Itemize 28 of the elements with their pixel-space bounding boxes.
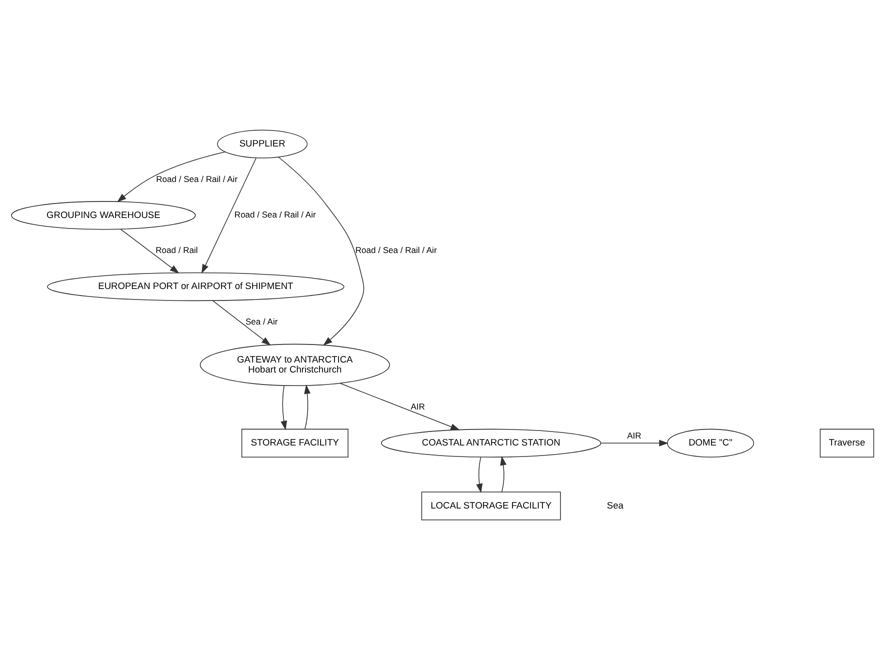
edge-label: Road / Sea / Rail / Air xyxy=(355,244,437,255)
arrow xyxy=(500,456,507,492)
arrow xyxy=(476,456,483,493)
node-ellipse: GROUPING WAREHOUSE xyxy=(11,200,196,230)
node-ellipse: DOME "C" xyxy=(666,428,754,457)
arrow xyxy=(304,384,311,429)
edge-label: AIR xyxy=(627,430,642,440)
arrow xyxy=(120,228,180,274)
node-ellipse: GATEWAY to ANTARCTICA Hobart or Christchurch xyxy=(200,343,390,386)
label: Sea xyxy=(606,500,624,510)
arrow xyxy=(280,384,288,430)
node-box: Traverse xyxy=(820,428,874,457)
edge-label: AIR xyxy=(410,401,425,412)
arrow xyxy=(212,300,271,346)
arrow xyxy=(600,439,668,446)
node-box: LOCAL STORAGE FACILITY xyxy=(421,491,561,520)
arrow xyxy=(340,382,460,430)
arrow xyxy=(117,151,226,202)
node-ellipse: EUROPEAN PORT or AIRPORT of SHIPMENT xyxy=(47,272,344,301)
node-ellipse: SUPPLIER xyxy=(217,129,308,158)
arrow xyxy=(202,157,256,274)
edge-label: Road / Sea / Rail / Air xyxy=(156,173,238,184)
node-box: STORAGE FACILITY xyxy=(241,428,348,457)
arrow xyxy=(278,156,364,346)
edge-label: Sea / Air xyxy=(245,316,278,326)
edge-label: Road / Rail xyxy=(156,244,198,255)
edge-label: Road / Sea / Rail / Air xyxy=(234,209,316,220)
node-ellipse: COASTAL ANTARCTIC STATION xyxy=(380,428,602,457)
